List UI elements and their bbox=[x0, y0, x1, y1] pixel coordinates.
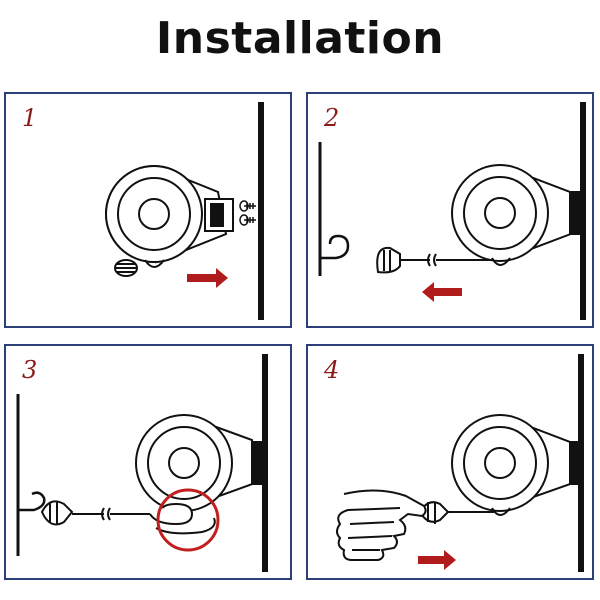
highlight-circle bbox=[156, 488, 220, 552]
cord-knob bbox=[418, 501, 450, 524]
step-panel-3: 3 bbox=[4, 344, 292, 580]
step-number: 1 bbox=[22, 104, 38, 132]
reel-unit bbox=[451, 414, 581, 516]
step-number: 2 bbox=[324, 104, 340, 132]
reel-unit bbox=[451, 164, 581, 266]
screw-icon bbox=[239, 200, 256, 212]
cord-knob bbox=[114, 259, 138, 277]
wall bbox=[262, 354, 268, 572]
reel-unit bbox=[105, 165, 234, 268]
step-panel-1: 1 bbox=[4, 92, 292, 328]
step-3-illustration bbox=[16, 354, 268, 572]
screw-icon bbox=[239, 214, 256, 226]
cord bbox=[72, 507, 150, 521]
step-number: 3 bbox=[22, 356, 38, 384]
wall bbox=[580, 102, 586, 320]
right-arrow-icon bbox=[418, 550, 456, 570]
hook-icon bbox=[320, 234, 350, 260]
right-arrow-icon bbox=[187, 268, 228, 288]
page-title: Installation bbox=[155, 13, 445, 64]
step-panel-2: 2 bbox=[306, 92, 594, 328]
step-2-illustration bbox=[318, 102, 586, 320]
step-1-illustration bbox=[105, 102, 264, 320]
cord-knob bbox=[376, 246, 401, 274]
hook-icon bbox=[18, 491, 46, 512]
step-4-illustration bbox=[336, 354, 584, 572]
cord-knob bbox=[40, 500, 74, 526]
step-panel-4: 4 bbox=[306, 344, 594, 580]
left-arrow-icon bbox=[422, 282, 462, 302]
step-number: 4 bbox=[324, 356, 340, 384]
reel-unit bbox=[135, 414, 263, 512]
wall bbox=[258, 102, 264, 320]
cord bbox=[400, 253, 494, 267]
hand-icon bbox=[336, 489, 427, 561]
